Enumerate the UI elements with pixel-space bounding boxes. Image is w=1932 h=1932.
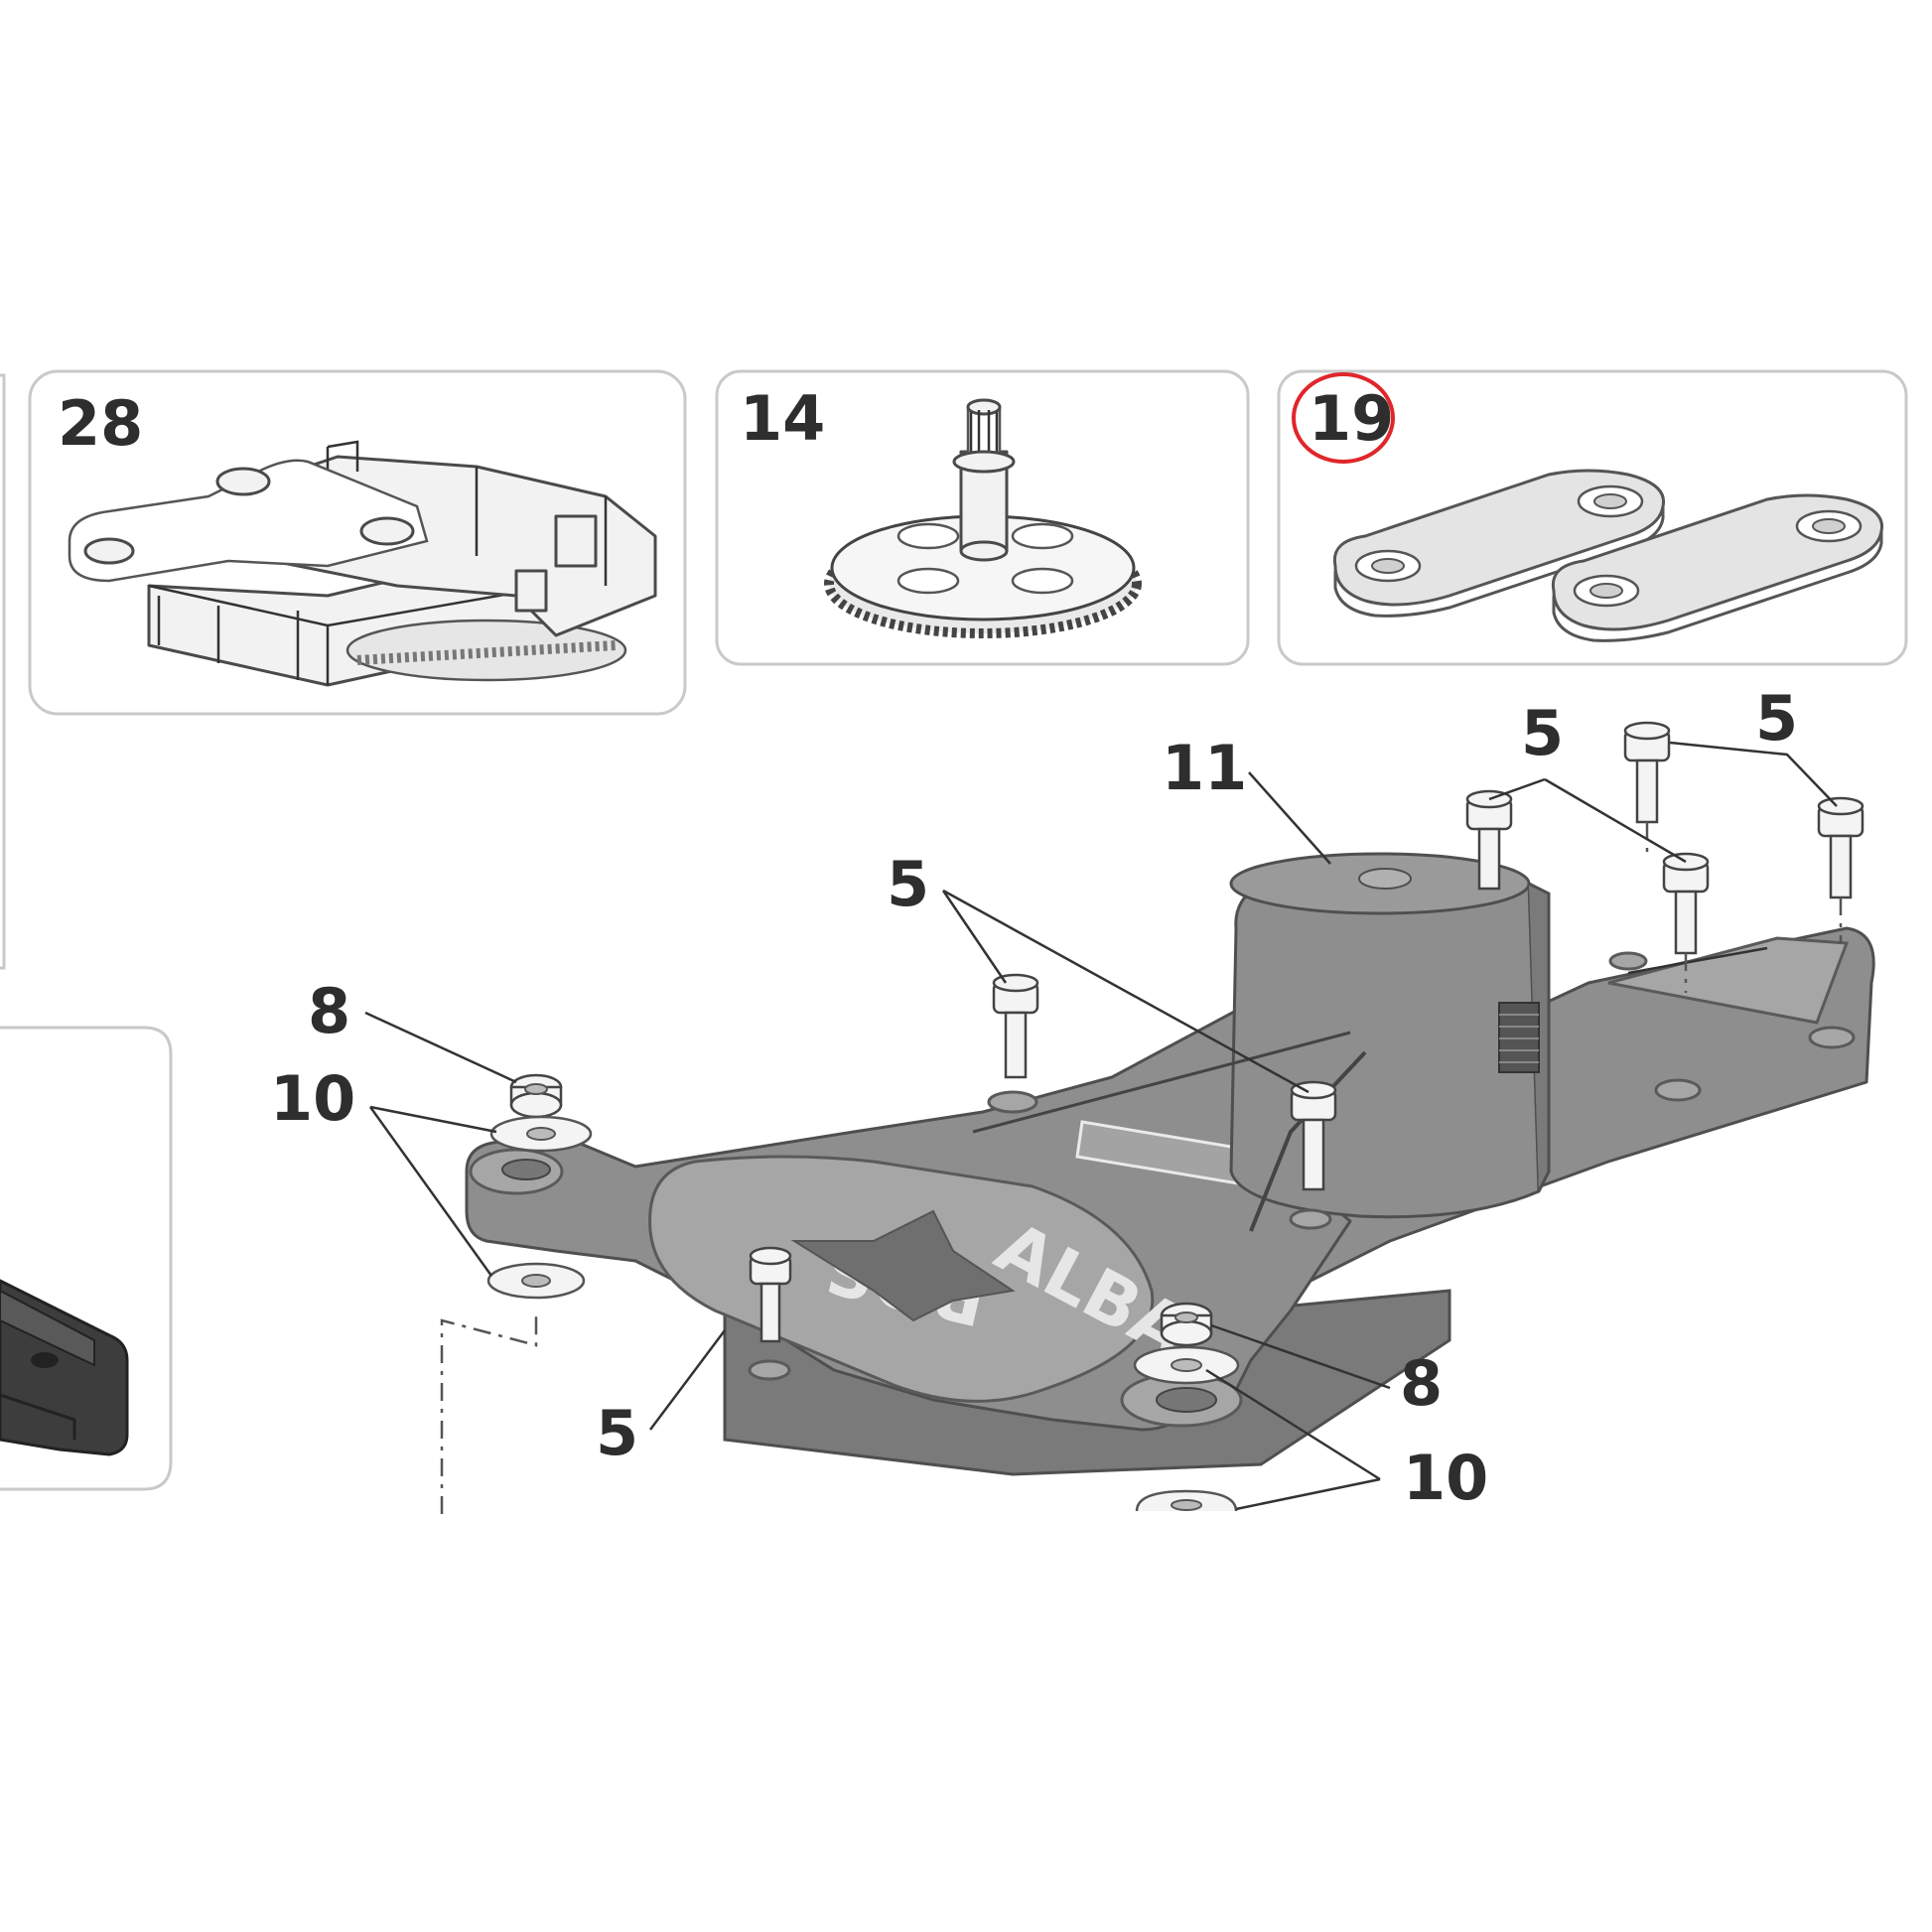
panel-28-number: 28 (58, 387, 143, 460)
panel-14-number: 14 (740, 382, 825, 455)
callout-8-right: 8 (1400, 1347, 1443, 1420)
screw-6 (1662, 852, 1710, 955)
screw-7 (1817, 796, 1864, 899)
washer-left-bottom (486, 1262, 586, 1300)
gear-with-pinion-drawing (824, 398, 1142, 638)
highlight-circle-19 (1292, 372, 1395, 464)
callout-5-top-right: 5 (1755, 682, 1798, 755)
panel-28: 28 (28, 369, 687, 716)
nut-right (1160, 1302, 1213, 1347)
leader-lines (364, 741, 1838, 1511)
panel-19-number: 19 (1309, 382, 1394, 455)
screw-4 (1465, 789, 1513, 891)
callout-5-bottom-left: 5 (596, 1397, 638, 1469)
link-plates-drawing (1332, 469, 1884, 642)
washer-right-top (1133, 1345, 1240, 1385)
gearbox-assembly-drawing (68, 440, 657, 687)
nut-left (509, 1073, 563, 1119)
callout-10-right: 10 (1403, 1442, 1488, 1514)
nuts-and-washers (486, 1073, 1240, 1512)
callout-11: 11 (1162, 732, 1247, 804)
panel-19: 19 (1277, 369, 1908, 666)
panel-14: 14 (715, 369, 1250, 666)
screws (749, 721, 1864, 1343)
screw-2 (1290, 1080, 1337, 1191)
callout-5-top-middle: 5 (1521, 697, 1564, 769)
callout-8-left: 8 (308, 975, 350, 1047)
callout-5-center: 5 (887, 848, 929, 920)
left-edge-panel-top (0, 373, 6, 970)
screw-1 (992, 973, 1039, 1079)
screw-5 (1623, 721, 1671, 824)
washer-right-bottom (1135, 1489, 1238, 1512)
screw-3 (749, 1246, 792, 1343)
bracket-part-partial (0, 1279, 129, 1456)
callout-10-left: 10 (270, 1062, 355, 1135)
callouts: 11 5 5 5 5 8 8 10 10 (270, 682, 1798, 1514)
main-base-assembly: ROS ALBA (465, 852, 1875, 1476)
washer-left-top (489, 1115, 593, 1153)
left-edge-panel-bottom (0, 1026, 173, 1491)
